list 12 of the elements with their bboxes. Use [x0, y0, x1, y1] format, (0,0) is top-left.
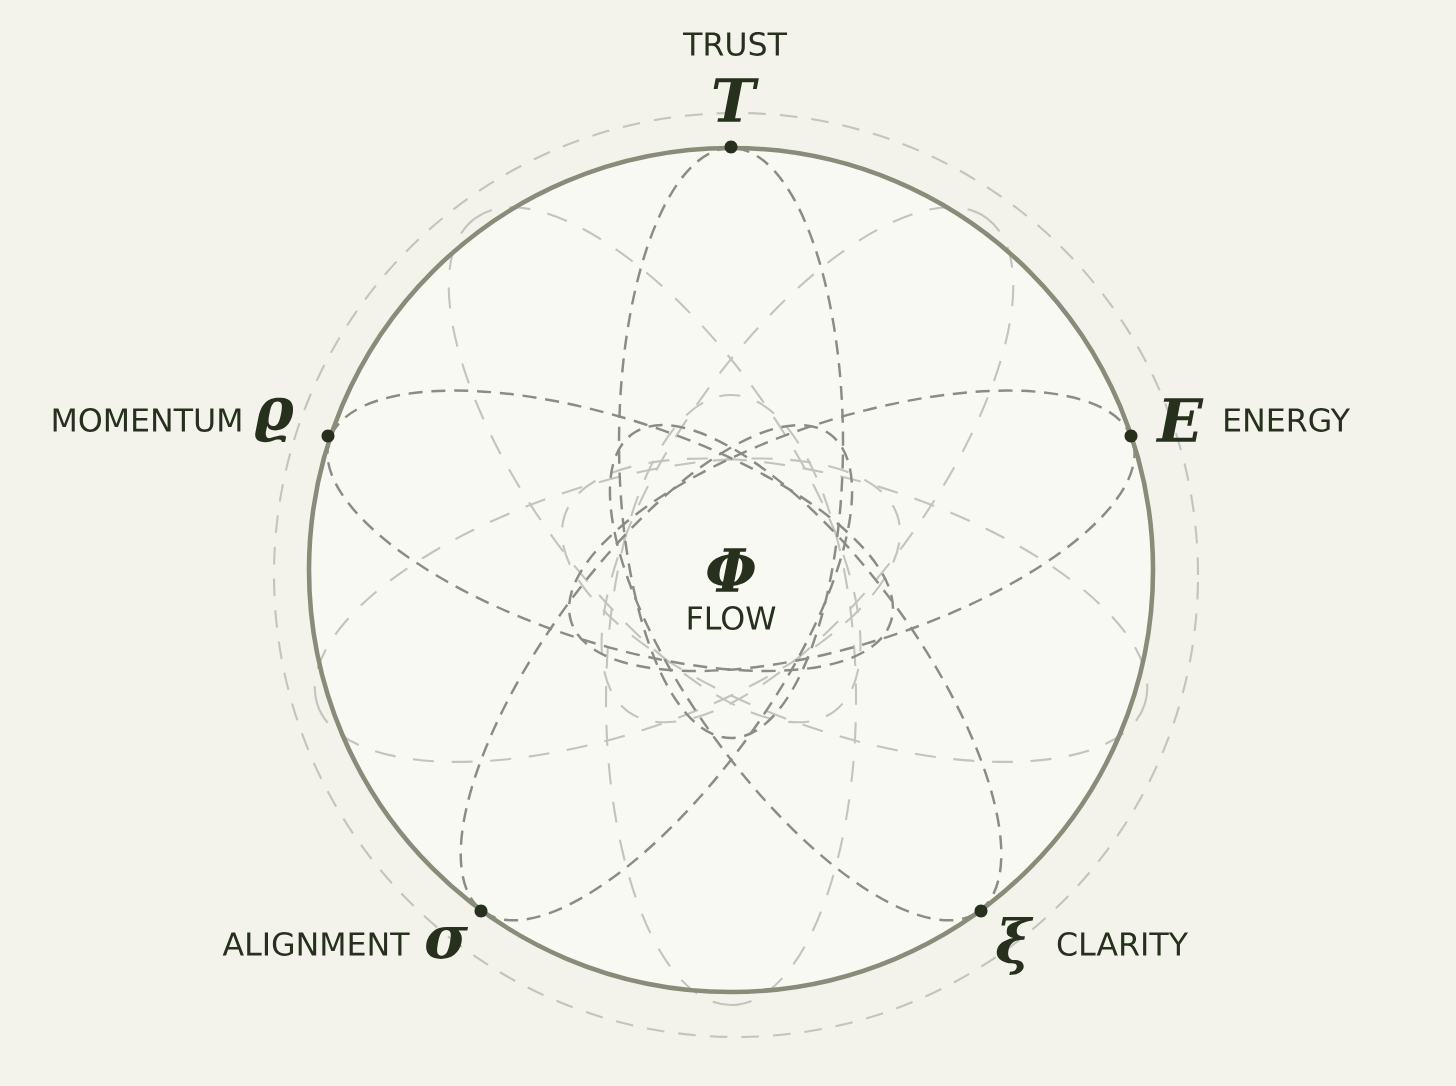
vertex-label: FLOW: [688, 606, 776, 630]
symbol: E: [1155, 398, 1204, 442]
symbol: ξ: [996, 917, 1034, 975]
symbol: ϱ: [255, 397, 294, 443]
vertex-label: ALIGNMENT: [222, 932, 410, 956]
symbol: T: [713, 78, 759, 122]
symbol: Φ: [707, 548, 755, 592]
symbol: σ: [426, 927, 469, 959]
vertex-label: MOMENTUM: [53, 408, 241, 432]
vertex-label: TRUST: [683, 32, 788, 56]
vertex-label: ENERGY: [1225, 408, 1351, 432]
vertex-label: CLARITY: [1057, 932, 1189, 956]
